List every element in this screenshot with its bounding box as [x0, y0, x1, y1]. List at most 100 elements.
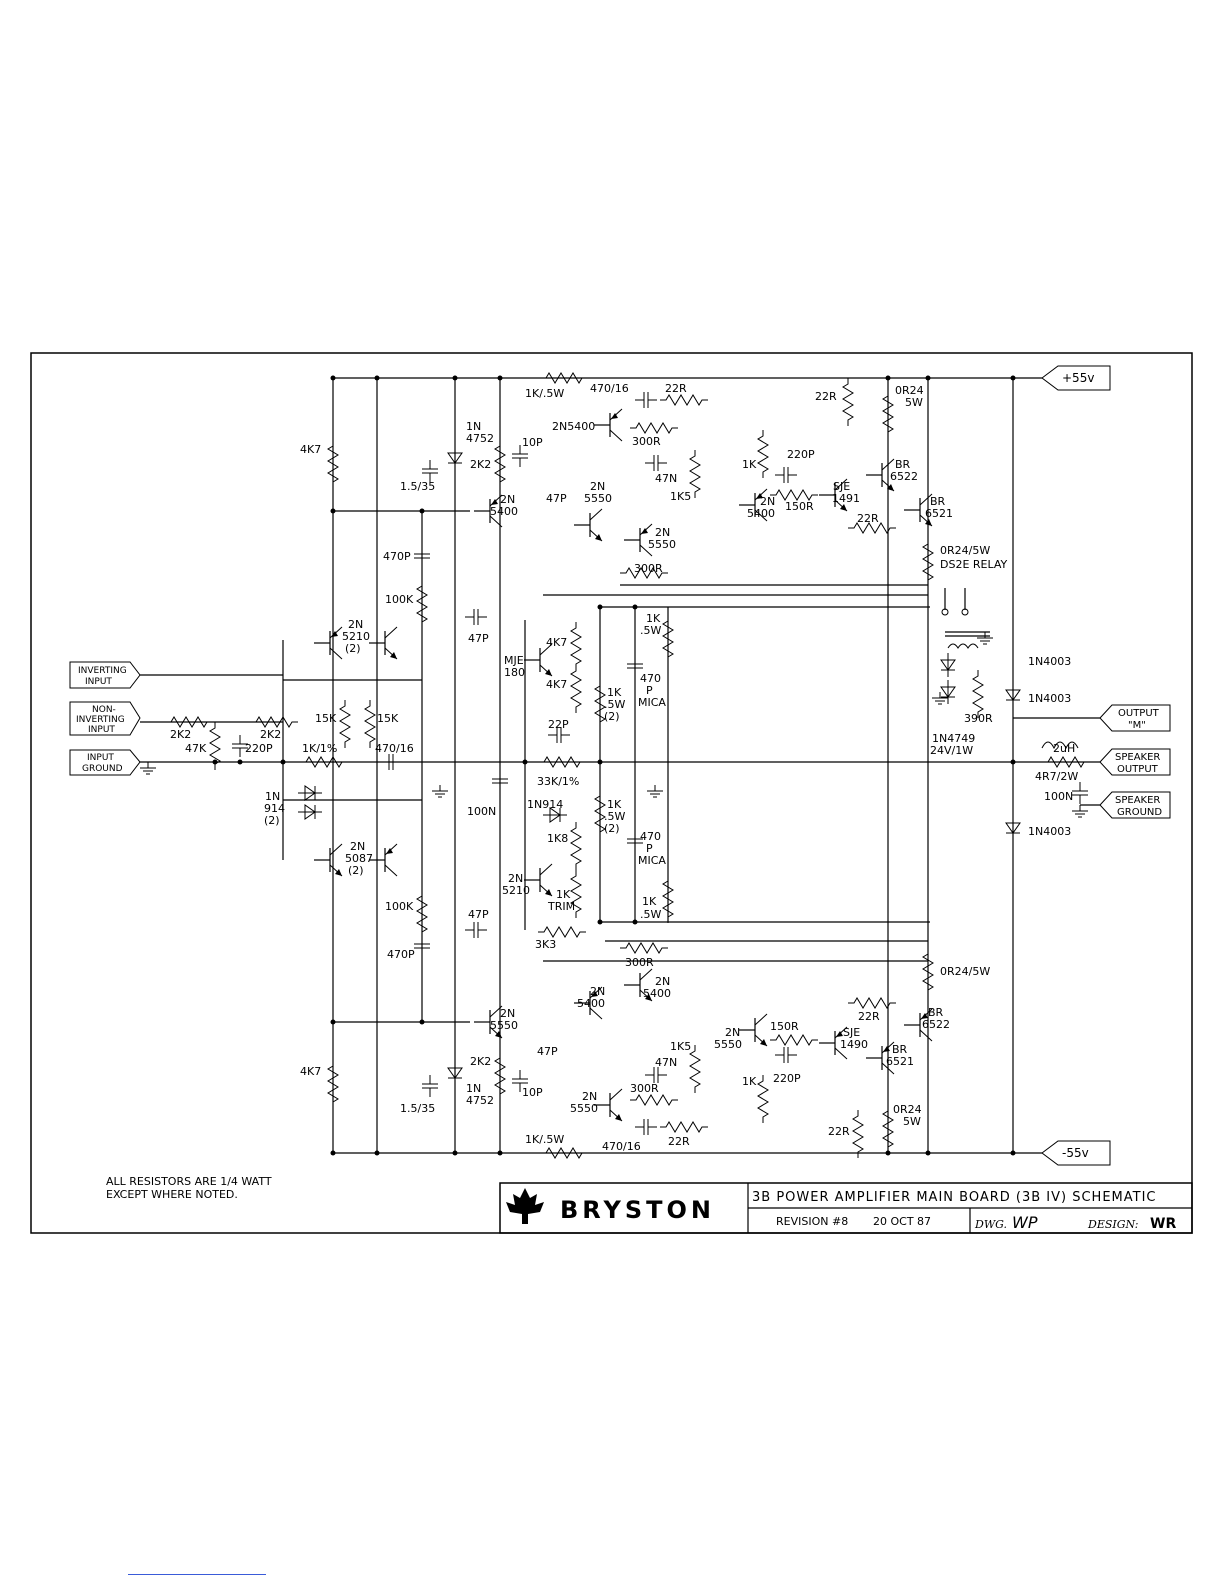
svg-text:1N4003: 1N4003 [1028, 825, 1071, 838]
svg-text:2N: 2N [655, 526, 670, 539]
svg-text:(2): (2) [264, 814, 280, 827]
output-tag-speaker-ground: SPEAKER GROUND [1099, 791, 1171, 819]
svg-text:1K: 1K [742, 458, 757, 471]
svg-text:390R: 390R [964, 712, 993, 725]
svg-text:470P: 470P [383, 550, 411, 563]
svg-text:.5W: .5W [640, 908, 661, 921]
svg-text:OUTPUT: OUTPUT [1118, 708, 1160, 719]
svg-text:22R: 22R [857, 512, 879, 525]
svg-text:4R7/2W: 4R7/2W [1035, 770, 1078, 783]
svg-text:914: 914 [264, 802, 285, 815]
svg-text:1490: 1490 [840, 1038, 868, 1051]
svg-text:22R: 22R [668, 1135, 690, 1148]
svg-text:OUTPUT: OUTPUT [1117, 764, 1159, 775]
svg-text:220P: 220P [245, 742, 273, 755]
svg-text:4K7: 4K7 [546, 678, 567, 691]
svg-text:0R24/5W: 0R24/5W [940, 544, 990, 557]
svg-text:100K: 100K [385, 593, 414, 606]
svg-text:1N: 1N [466, 1082, 481, 1095]
svg-text:220P: 220P [773, 1072, 801, 1085]
svg-text:5210: 5210 [342, 630, 370, 643]
svg-text:EXCEPT WHERE NOTED.: EXCEPT WHERE NOTED. [106, 1188, 238, 1201]
svg-text:(2): (2) [348, 864, 364, 877]
svg-text:4752: 4752 [466, 432, 494, 445]
svg-text:DS2E RELAY: DS2E RELAY [940, 558, 1008, 571]
drawing-title: 3B POWER AMPLIFIER MAIN BOARD (3B IV) SC… [752, 1190, 1157, 1205]
svg-text:47P: 47P [546, 492, 567, 505]
dwg-initials: WP [1012, 1213, 1038, 1232]
design-label: DESIGN: [1087, 1218, 1138, 1231]
svg-text:5550: 5550 [584, 492, 612, 505]
svg-text:15K: 15K [377, 712, 399, 725]
resistor-note: ALL RESISTORS ARE 1/4 WATT EXCEPT WHERE … [106, 1175, 272, 1201]
svg-text:BR: BR [895, 458, 911, 471]
rail-tag-negative: -55v [1041, 1140, 1111, 1166]
svg-text:47P: 47P [468, 632, 489, 645]
svg-text:1K: 1K [742, 1075, 757, 1088]
svg-text:1N914: 1N914 [527, 798, 563, 811]
inductor-symbol [1041, 741, 1079, 750]
svg-text:300R: 300R [630, 1082, 659, 1095]
svg-text:1K: 1K [642, 895, 657, 908]
svg-text:3K3: 3K3 [535, 938, 556, 951]
svg-text:2N: 2N [655, 975, 670, 988]
output-tag-speaker: SPEAKER OUTPUT [1099, 748, 1171, 776]
svg-text:1K5: 1K5 [670, 490, 691, 503]
svg-text:24V/1W: 24V/1W [930, 744, 973, 757]
svg-text:47P: 47P [537, 1045, 558, 1058]
revision-date: 20 OCT 87 [873, 1215, 931, 1228]
svg-text:2N: 2N [500, 1007, 515, 1020]
svg-text:470/16: 470/16 [375, 742, 414, 755]
footer-link-underline[interactable] [128, 1574, 266, 1575]
svg-text:P: P [646, 842, 653, 855]
svg-text:1.5/35: 1.5/35 [400, 480, 435, 493]
svg-text:2N: 2N [350, 840, 365, 853]
svg-text:47N: 47N [655, 1056, 677, 1069]
svg-text:33K/1%: 33K/1% [537, 775, 579, 788]
svg-text:BR: BR [928, 1006, 944, 1019]
svg-text:470P: 470P [387, 948, 415, 961]
svg-text:5087: 5087 [345, 852, 373, 865]
svg-text:1K: 1K [646, 612, 661, 625]
svg-text:.5W: .5W [640, 624, 661, 637]
svg-text:.5W: .5W [604, 810, 625, 823]
svg-text:SJE: SJE [833, 480, 850, 493]
svg-text:2N5400: 2N5400 [552, 420, 595, 433]
svg-text:470: 470 [640, 672, 661, 685]
svg-text:22R: 22R [815, 390, 837, 403]
svg-text:1K: 1K [607, 798, 622, 811]
rail-negative-label: -55v [1062, 1146, 1089, 1160]
svg-text:2N: 2N [582, 1090, 597, 1103]
svg-text:(2): (2) [604, 822, 620, 835]
svg-text:MJE: MJE [504, 654, 524, 667]
svg-text:5210: 5210 [502, 884, 530, 897]
svg-text:2N: 2N [725, 1026, 740, 1039]
svg-text:100N: 100N [467, 805, 496, 818]
svg-text:2N: 2N [590, 985, 605, 998]
svg-text:1K/.5W: 1K/.5W [525, 1133, 564, 1146]
input-tag-inverting: INVERTING INPUT [69, 661, 141, 689]
svg-text:6522: 6522 [890, 470, 918, 483]
svg-text:2N: 2N [500, 493, 515, 506]
rail-wiring [140, 377, 1100, 1154]
svg-text:INPUT: INPUT [85, 677, 112, 687]
svg-text:22R: 22R [858, 1010, 880, 1023]
svg-text:300R: 300R [625, 956, 654, 969]
svg-text:2uH: 2uH [1053, 742, 1075, 755]
svg-text:(2): (2) [345, 642, 361, 655]
svg-text:TRIM: TRIM [547, 900, 575, 913]
input-tag-non-inverting: NON- INVERTING INPUT [69, 701, 141, 736]
svg-text:2K2: 2K2 [470, 458, 491, 471]
svg-text:NON-: NON- [92, 705, 116, 715]
svg-text:6521: 6521 [925, 507, 953, 520]
svg-text:5400: 5400 [747, 507, 775, 520]
svg-text:1K: 1K [556, 888, 571, 901]
svg-text:300R: 300R [634, 562, 663, 575]
svg-text:2N: 2N [508, 872, 523, 885]
svg-text:5400: 5400 [490, 505, 518, 518]
svg-text:1N: 1N [265, 790, 280, 803]
svg-text:220P: 220P [787, 448, 815, 461]
svg-text:"M": "M" [1128, 720, 1146, 731]
svg-text:MICA: MICA [638, 696, 666, 709]
relay-symbol [941, 588, 990, 649]
